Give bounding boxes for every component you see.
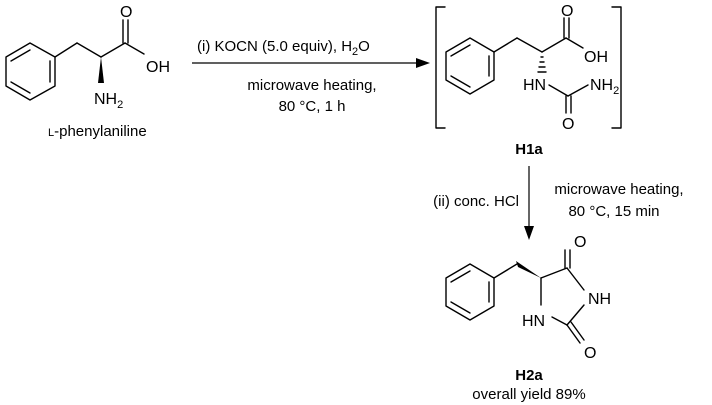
product-c2-carbonyl-double-bond <box>570 321 585 341</box>
reactant-carboxyl-bond <box>100 42 126 58</box>
product-ring-double-bond <box>450 270 471 283</box>
product-structure: O NH HN O <box>445 234 611 362</box>
product-ring-n3-c2-bond <box>566 304 585 326</box>
step1-reagent-subscript: 2 <box>352 46 358 58</box>
step1-reagent-text: (i) KOCN (5.0 equiv), H <box>197 38 352 55</box>
intermediate-atom-oh: OH <box>584 49 608 66</box>
product-ring-c4-n3-bond <box>566 267 585 291</box>
step1-condition-line2: 80 °C, 1 h <box>279 98 346 115</box>
intermediate-ring-double-bond <box>450 44 471 57</box>
intermediate-atom-nh2-text: NH <box>590 77 613 94</box>
product-ring-double-bond <box>450 301 471 314</box>
intermediate-atom-nh2: NH2 <box>590 77 619 97</box>
product-benzene-ring <box>445 263 495 321</box>
step1-arrow-head <box>416 58 430 68</box>
reactant-atom-nh-subscript: 2 <box>117 99 123 111</box>
step2-reagent: (ii) conc. HCl <box>433 193 519 210</box>
intermediate-hydroxyl-bond <box>565 37 584 49</box>
step2-condition-line1: microwave heating, <box>554 181 683 198</box>
step1-condition-line1: microwave heating, <box>247 77 376 94</box>
intermediate-label: H1a <box>515 141 543 158</box>
intermediate-atom-nh2-subscript: 2 <box>613 85 619 97</box>
product-yield: overall yield 89% <box>472 386 585 403</box>
product-ring-c2-n1-bond <box>551 316 568 326</box>
product-atom-hn: HN <box>522 313 545 330</box>
step2-arrow-head <box>524 226 534 240</box>
reactant-stereo-wedge <box>98 57 104 83</box>
intermediate-atom-o-top: O <box>561 3 573 20</box>
reactant-benzene-ring <box>5 42 56 101</box>
intermediate-carboxyl-bond <box>541 37 567 53</box>
reactant-ch2-bond <box>54 42 78 58</box>
reactant-ring-double-bond <box>10 81 31 94</box>
intermediate-benzene-ring <box>445 37 495 95</box>
reactant-atom-oh: OH <box>146 59 170 76</box>
intermediate-n-c-bond <box>548 84 569 97</box>
product-atom-o-bottom: O <box>584 345 596 362</box>
intermediate-c-nh2-bond <box>567 84 589 97</box>
reactant-atom-o: O <box>120 4 132 21</box>
reactant-alpha-bond <box>76 42 102 58</box>
intermediate-left-bracket <box>435 6 446 129</box>
intermediate-ring-double-bond <box>450 75 471 88</box>
reactant-name-rest: -phenylaniline <box>54 123 147 140</box>
reactant-ring-double-bond <box>10 49 31 62</box>
product-atom-nh: NH <box>588 291 611 308</box>
product-stereo-wedge <box>516 261 541 278</box>
intermediate-stereo-hash <box>537 56 547 73</box>
product-atom-o-top: O <box>574 234 586 251</box>
reactant-structure: O OH NH2 <box>5 4 170 111</box>
step1-reagent-tail: O <box>358 38 370 55</box>
intermediate-right-bracket <box>611 6 622 129</box>
product-ring-c5-c4-bond <box>540 267 568 279</box>
reactant-atom-nh-text: NH <box>94 91 117 108</box>
step2-condition-line2: 80 °C, 15 min <box>568 203 659 220</box>
intermediate-alpha-bond <box>516 37 543 53</box>
intermediate-atom-hn: HN <box>523 77 546 94</box>
reactant-hydroxyl-bond <box>124 42 145 55</box>
reactant-name-prefix: L <box>48 127 54 139</box>
product-ch2-bond <box>493 263 518 279</box>
reactant-name: L-phenylaniline <box>48 123 147 140</box>
reactant-atom-nh: NH2 <box>94 91 123 111</box>
intermediate-structure: O OH HN NH2 O <box>435 3 622 133</box>
intermediate-ch2-bond <box>493 37 518 53</box>
step1-reagent: (i) KOCN (5.0 equiv), H2O <box>197 38 370 58</box>
intermediate-atom-o-bottom: O <box>562 116 574 133</box>
product-c2-carbonyl-double-bond <box>566 324 581 344</box>
product-label: H2a <box>515 367 543 384</box>
